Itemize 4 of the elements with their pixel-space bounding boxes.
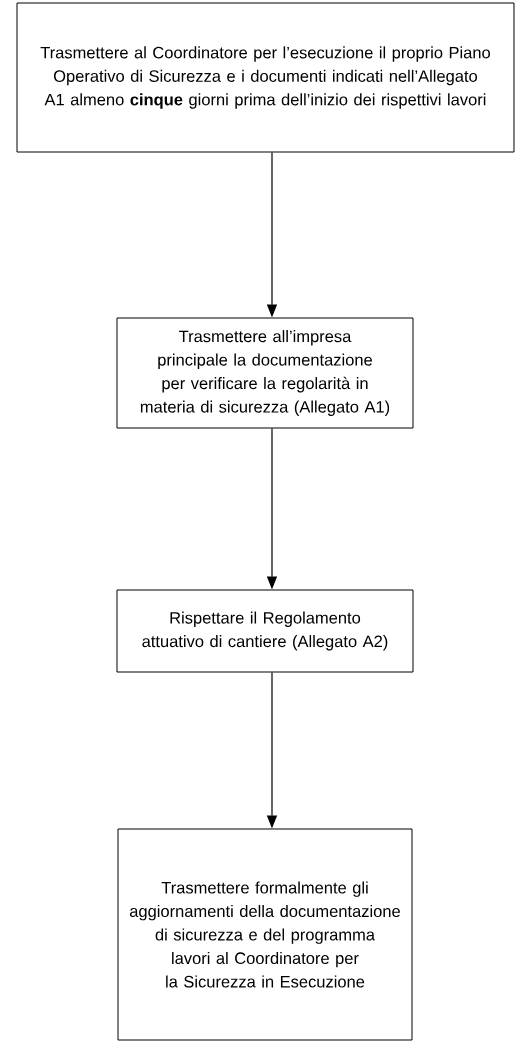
- process-box: Trasmettere all’impresa principale la documentazione per verificare la regolarità in materia di sicurezza (Allegato A1): [116, 317, 414, 429]
- process-box: Trasmettere al Coordinatore per l’esecuzione il proprio Piano Operativo di Sicurezza e i documenti indicati nell’Allegato A1 almeno cinque giorni prima dell’inizio dei rispettivi lavori: [16, 2, 515, 153]
- process-box: Trasmettere formalmente gli aggiornamenti della documentazione di sicurezza e del programma lavori al Coordinatore per la Sicurezza in Esecuzione: [117, 828, 413, 1041]
- process-box: Rispettare il Regolamento attuativo di cantiere (Allegato A2): [116, 589, 414, 673]
